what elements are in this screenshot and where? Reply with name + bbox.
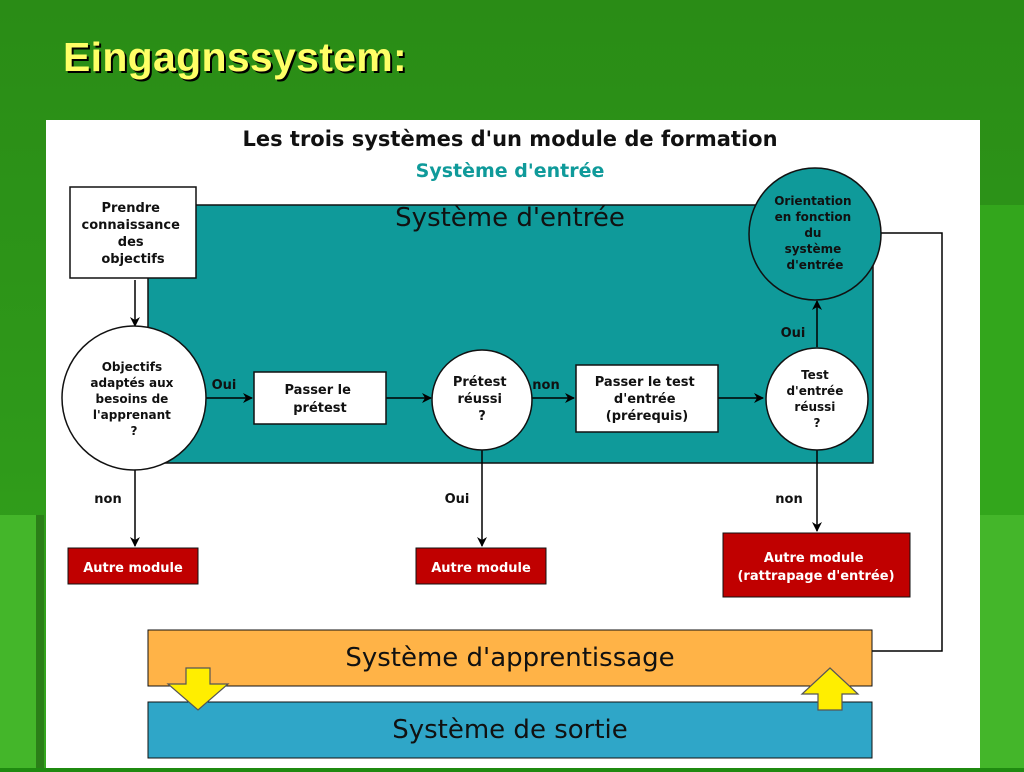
objectives-box: [69, 186, 197, 279]
remedial-module-box: [722, 532, 911, 598]
down-arrow-icon: [166, 667, 230, 711]
entry-test-box-line: (prérequis): [606, 409, 688, 424]
diagram-panel: Les trois systèmes d'un module de format…: [46, 120, 980, 768]
entry-test-box: [575, 364, 719, 433]
learning-system-label: Système d'apprentissage: [345, 643, 674, 673]
entry-test-decision-line: Test: [801, 368, 829, 382]
pretest-box: [253, 371, 387, 425]
objectives-decision-line: l'apprenant: [93, 408, 171, 422]
background-stripe: [980, 515, 1024, 768]
entry-test-box-line: d'entrée: [614, 392, 676, 407]
objectives-decision-line: adaptés aux: [90, 376, 173, 390]
slide-title: Eingagnssystem:: [63, 34, 407, 80]
diagram-svg: Les trois systèmes d'un module de format…: [61, 127, 943, 759]
svg-text:Test d'entrée réussi: Test d'entrée réussi ?: [786, 368, 847, 430]
orientation-circle: [748, 167, 882, 301]
objectives-decision-line: ?: [131, 424, 138, 438]
edge-label-non: non: [94, 492, 121, 507]
entry-test-decision-circle: [765, 347, 869, 451]
pretest-box-line: Passer le: [285, 383, 352, 398]
svg-text:Autre module (rattrapage d: Autre module (rattrapage d'entrée): [737, 551, 894, 584]
objectives-box-line: Prendre: [101, 201, 160, 216]
diagram-title: Les trois systèmes d'un module de format…: [242, 127, 777, 151]
entry-system-region-label: Système d'entrée: [395, 203, 625, 233]
objectives-box-line: connaissance: [82, 218, 181, 233]
edge-label-oui: Oui: [212, 378, 237, 393]
diagram-subtitle: Système d'entrée: [416, 160, 605, 182]
orientation-line: système: [785, 242, 842, 256]
orientation-line: Orientation: [774, 194, 851, 208]
background-stripe: [0, 515, 40, 768]
entry-test-decision-line: réussi: [794, 400, 835, 414]
pretest-decision-line: réussi: [458, 392, 502, 407]
pretest-box-line: prétest: [293, 401, 347, 416]
objectives-box-line: des: [118, 235, 144, 250]
edge-label-oui: Oui: [781, 326, 806, 341]
other-module-box: [67, 547, 199, 585]
background-stripe: [36, 515, 44, 768]
svg-text:Prendre connaissance d: Prendre connaissance des objectifs: [82, 201, 185, 267]
up-arrow-icon: [800, 667, 860, 711]
svg-text:Prétest réussi ?: Prétest réussi ?: [453, 375, 511, 424]
exit-system-bar: [147, 701, 873, 759]
remedial-module-line: Autre module: [764, 551, 864, 566]
remedial-module-line: (rattrapage d'entrée): [737, 569, 894, 584]
other-module-box: [415, 547, 547, 585]
edge-label-non: non: [532, 378, 559, 393]
svg-text:Passer le test d'entrée: Passer le test d'entrée (prérequis): [595, 375, 700, 424]
orientation-line: d'entrée: [787, 258, 844, 272]
edge-label-oui: Oui: [445, 492, 470, 507]
svg-text:Passer le prétest: Passer le prétest: [285, 383, 356, 416]
edge-label-non: non: [775, 492, 802, 507]
svg-text:Objectifs adaptés aux: Objectifs adaptés aux besoins de l'appre…: [90, 360, 177, 438]
svg-text:Orientation en fonction: Orientation en fonction du système d'ent…: [774, 194, 856, 272]
entry-test-decision-line: d'entrée: [786, 384, 843, 398]
other-module-label: Autre module: [83, 561, 183, 576]
entry-test-decision-line: ?: [814, 416, 821, 430]
orientation-line: en fonction: [775, 210, 852, 224]
objectives-decision-line: besoins de: [95, 392, 168, 406]
pretest-decision-circle: [431, 349, 533, 451]
orientation-line: du: [804, 226, 821, 240]
entry-test-box-line: Passer le test: [595, 375, 695, 390]
objectives-box-line: objectifs: [101, 252, 165, 267]
objectives-decision-circle: [61, 325, 207, 471]
pretest-decision-line: Prétest: [453, 375, 507, 390]
connector: [849, 232, 943, 656]
pretest-decision-line: ?: [478, 409, 486, 424]
other-module-label: Autre module: [431, 561, 531, 576]
background-stripe: [980, 205, 1024, 515]
objectives-decision-line: Objectifs: [102, 360, 162, 374]
exit-system-label: Système de sortie: [392, 715, 628, 745]
learning-system-bar: [147, 629, 873, 687]
